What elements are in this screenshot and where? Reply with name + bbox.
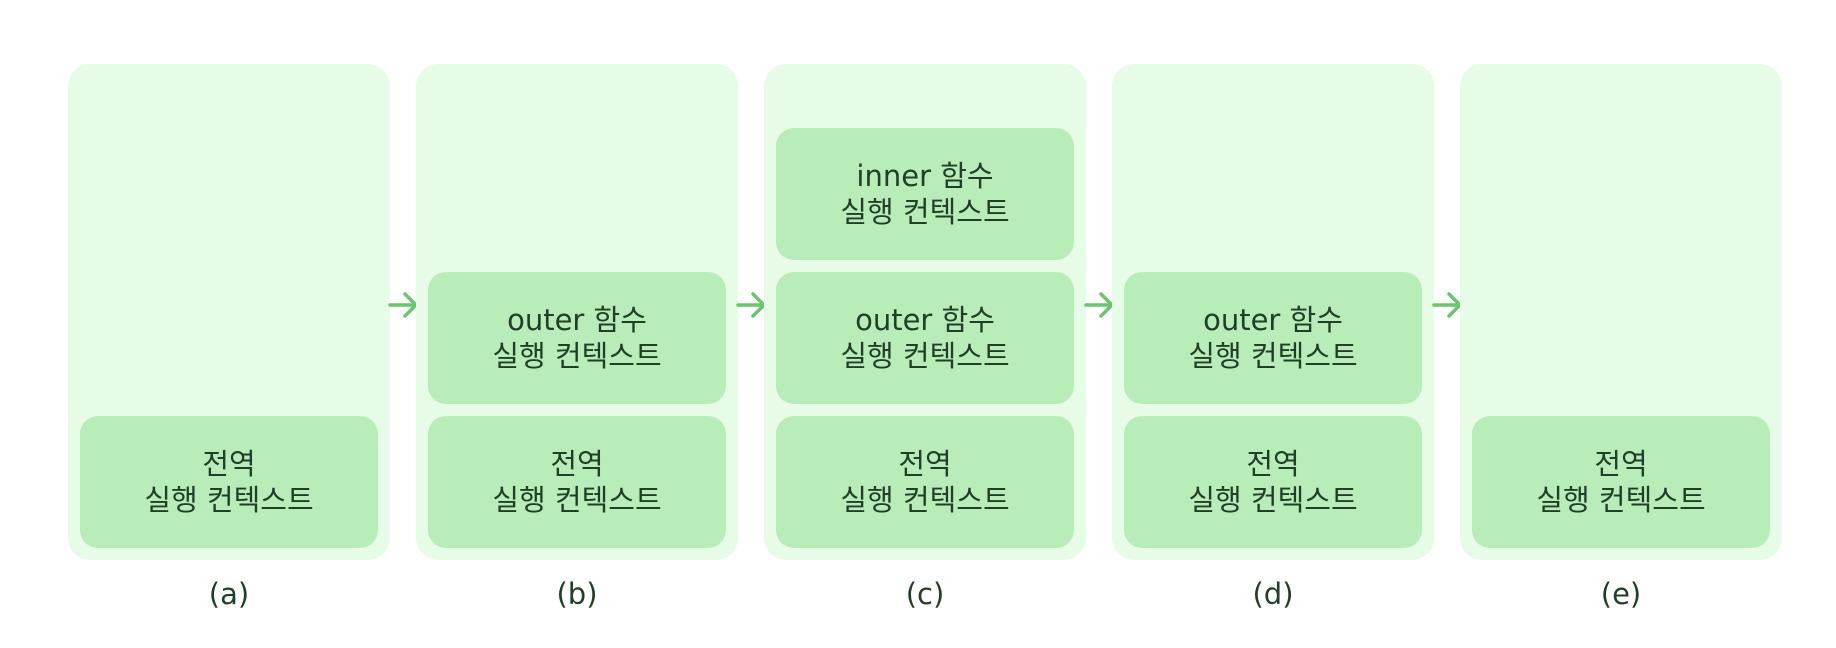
global-context-frame: 전역 실행 컨텍스트 bbox=[428, 416, 726, 548]
frame-subtitle: 실행 컨텍스트 bbox=[840, 195, 1010, 229]
caption-a: (a) bbox=[208, 577, 250, 611]
outer-context-frame: outer 함수 실행 컨텍스트 bbox=[428, 272, 726, 404]
frame-subtitle: 실행 컨텍스트 bbox=[840, 483, 1010, 517]
inner-context-frame: inner 함수 실행 컨텍스트 bbox=[776, 128, 1074, 260]
frame-title: 전역 bbox=[1246, 447, 1300, 481]
frame-subtitle: 실행 컨텍스트 bbox=[1188, 483, 1358, 517]
caption-e: (e) bbox=[1600, 577, 1642, 611]
frame-title: 전역 bbox=[1594, 447, 1648, 481]
global-context-frame: 전역 실행 컨텍스트 bbox=[776, 416, 1074, 548]
global-context-frame: 전역 실행 컨텍스트 bbox=[1472, 416, 1770, 548]
caption-d: (d) bbox=[1252, 577, 1294, 611]
stack-e: 전역 실행 컨텍스트 bbox=[1460, 64, 1782, 560]
frame-title: 전역 bbox=[550, 447, 604, 481]
outer-context-frame: outer 함수 실행 컨텍스트 bbox=[1124, 272, 1422, 404]
caption-c: (c) bbox=[905, 577, 945, 611]
stack-d: outer 함수 실행 컨텍스트 전역 실행 컨텍스트 bbox=[1112, 64, 1434, 560]
global-context-frame: 전역 실행 컨텍스트 bbox=[1124, 416, 1422, 548]
global-context-frame: 전역 실행 컨텍스트 bbox=[80, 416, 378, 548]
outer-context-frame: outer 함수 실행 컨텍스트 bbox=[776, 272, 1074, 404]
frame-title: inner 함수 bbox=[856, 159, 994, 193]
frame-subtitle: 실행 컨텍스트 bbox=[144, 483, 314, 517]
caption-b: (b) bbox=[556, 577, 598, 611]
stack-a: 전역 실행 컨텍스트 bbox=[68, 64, 390, 560]
frame-title: outer 함수 bbox=[1203, 303, 1343, 337]
frame-subtitle: 실행 컨텍스트 bbox=[492, 483, 662, 517]
stack-b: outer 함수 실행 컨텍스트 전역 실행 컨텍스트 bbox=[416, 64, 738, 560]
stack-c: inner 함수 실행 컨텍스트 outer 함수 실행 컨텍스트 전역 실행 … bbox=[764, 64, 1086, 560]
frame-subtitle: 실행 컨텍스트 bbox=[1188, 339, 1358, 373]
frame-subtitle: 실행 컨텍스트 bbox=[492, 339, 662, 373]
frame-subtitle: 실행 컨텍스트 bbox=[840, 339, 1010, 373]
frame-title: 전역 bbox=[202, 447, 256, 481]
frame-title: outer 함수 bbox=[855, 303, 995, 337]
frame-title: outer 함수 bbox=[507, 303, 647, 337]
frame-subtitle: 실행 컨텍스트 bbox=[1536, 483, 1706, 517]
frame-title: 전역 bbox=[898, 447, 952, 481]
